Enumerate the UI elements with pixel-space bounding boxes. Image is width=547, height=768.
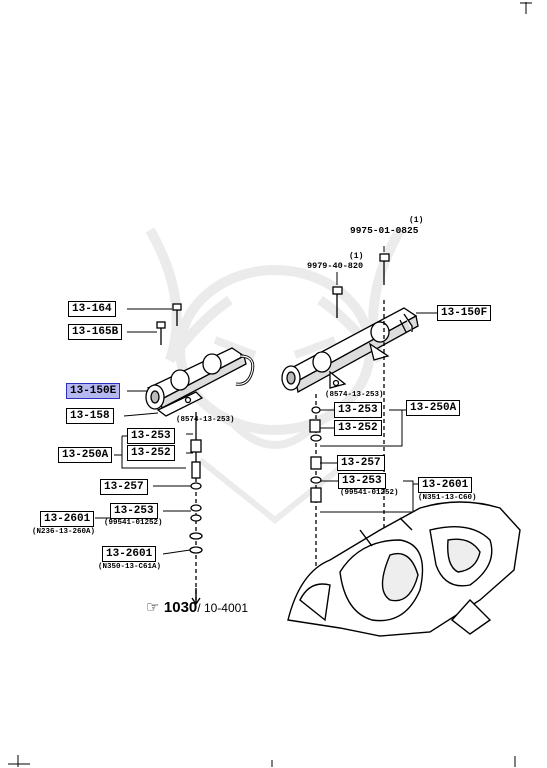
part-label-13-252-right[interactable]: 13-252 xyxy=(334,420,382,436)
intake-manifold xyxy=(287,501,521,637)
part-label-13-253-left-b[interactable]: 13-253 xyxy=(110,503,158,519)
pointing-hand-icon: ☞ xyxy=(146,599,160,616)
part-label-13-150e[interactable]: 13-150E xyxy=(66,383,121,399)
part-sub-n236: (N236-13-260A) xyxy=(32,528,96,536)
bolt-qty-9975: (1) xyxy=(409,216,424,225)
part-label-13-253-right-b[interactable]: 13-253 xyxy=(338,473,386,489)
reference-sub: / 10-4001 xyxy=(197,601,248,615)
left-arrow-down xyxy=(191,588,201,606)
corner-marks xyxy=(8,2,532,767)
page-reference-link[interactable]: ☞ 1030/ 10-4001 xyxy=(146,598,248,617)
part-label-13-158[interactable]: 13-158 xyxy=(66,408,114,424)
part-sub-99541-right: (99541-01252) xyxy=(340,489,399,497)
part-label-13-253-right-a[interactable]: 13-253 xyxy=(334,402,382,418)
part-label-13-165b[interactable]: 13-165B xyxy=(68,324,123,340)
left-leaders xyxy=(95,308,193,555)
right-fuel-rail xyxy=(281,253,419,580)
part-sub-n350: (N350-13-C61A) xyxy=(98,563,162,571)
left-fuel-rail xyxy=(145,303,255,600)
part-label-13-250a-right[interactable]: 13-250A xyxy=(406,400,461,416)
bolt-qty-9979: (1) xyxy=(349,252,364,261)
part-sub-8574-left: (8574-13-253) xyxy=(176,416,235,424)
part-label-13-252-left[interactable]: 13-252 xyxy=(127,445,175,461)
part-label-13-2601-left-a[interactable]: 13-2601 xyxy=(40,511,95,527)
part-sub-n351: (N351-13-C60) xyxy=(418,494,477,502)
part-sub-99541-left: (99541-01252) xyxy=(104,519,163,527)
part-label-13-257-left[interactable]: 13-257 xyxy=(100,479,148,495)
part-label-13-164[interactable]: 13-164 xyxy=(68,301,116,317)
part-label-13-250a-left[interactable]: 13-250A xyxy=(58,447,113,463)
part-label-13-2601-right[interactable]: 13-2601 xyxy=(418,477,473,493)
part-label-13-150f[interactable]: 13-150F xyxy=(437,305,492,321)
part-sub-8574-right: (8574-13-253) xyxy=(325,391,384,399)
bolt-code-9979[interactable]: 9979-40-820 xyxy=(307,261,364,271)
part-label-13-2601-left-b[interactable]: 13-2601 xyxy=(102,546,157,562)
right-leaders xyxy=(320,246,437,513)
part-label-13-257-right[interactable]: 13-257 xyxy=(337,455,385,471)
bolt-code-9975[interactable]: 9975-01-0825 xyxy=(350,225,419,236)
reference-main: 1030 xyxy=(163,599,198,616)
part-label-13-253-left-a[interactable]: 13-253 xyxy=(127,428,175,444)
